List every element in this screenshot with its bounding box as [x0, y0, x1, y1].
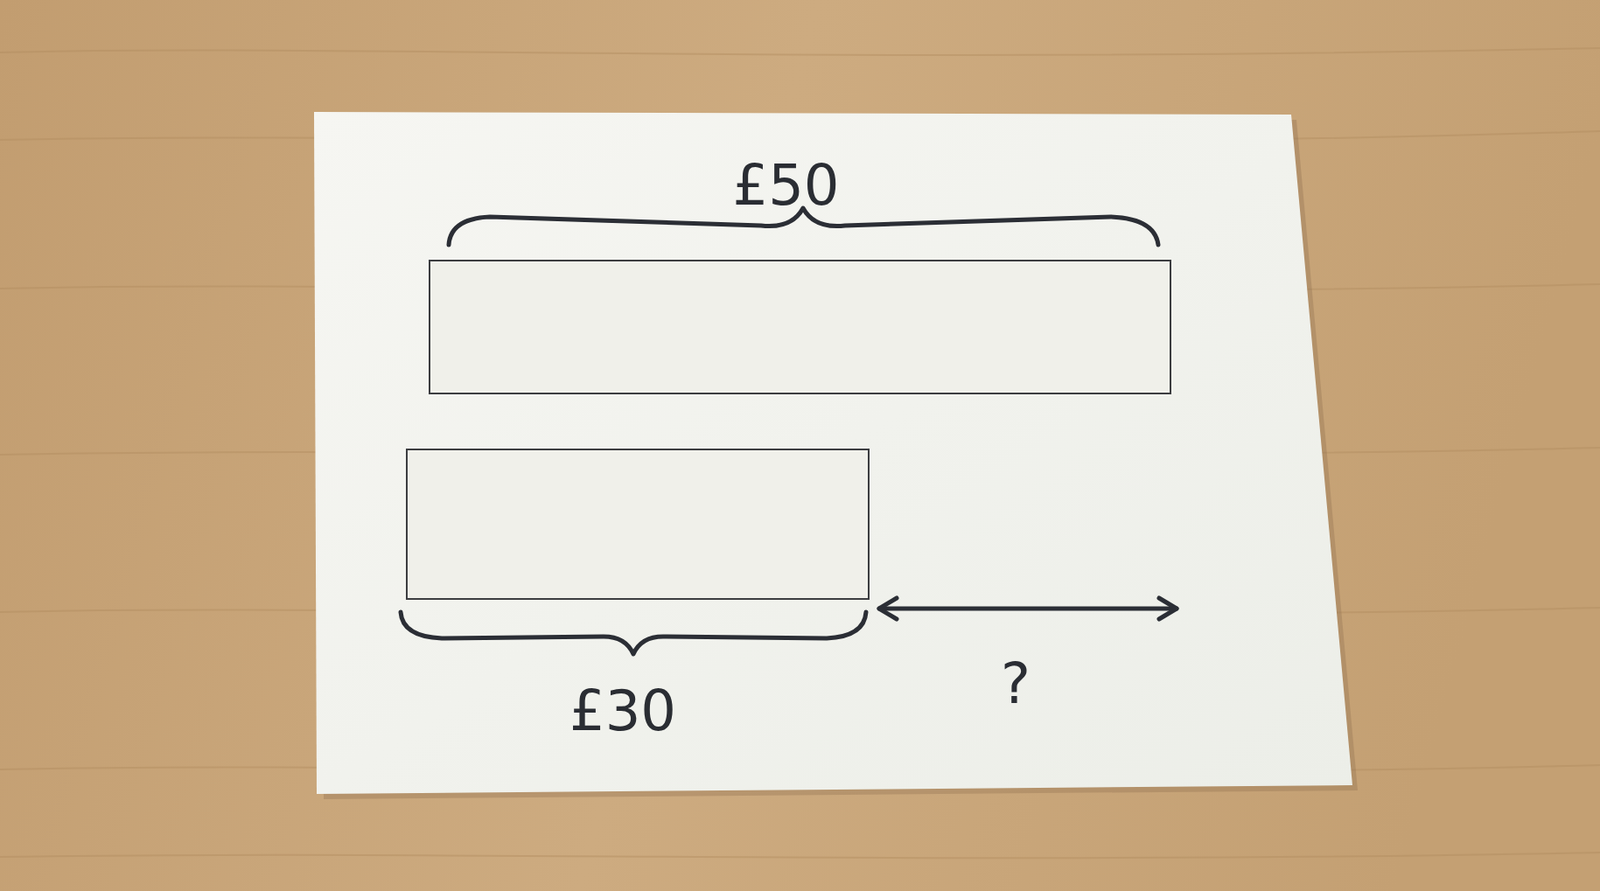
unknown-amount: ?: [1000, 656, 1031, 713]
bar: £50: [428, 259, 1172, 395]
arrow-head-right: [1159, 598, 1177, 620]
paper-sheet: [314, 111, 1353, 795]
amount-label: £30: [392, 683, 853, 740]
amount-label: £50: [416, 157, 1156, 214]
arrow-head-left: [879, 598, 897, 620]
top-brace: [448, 208, 1159, 245]
wood-grain: [0, 48, 1600, 859]
difference-arrow: [879, 607, 1177, 612]
bottom-brace: [400, 612, 867, 655]
bar: £30: [405, 448, 870, 601]
